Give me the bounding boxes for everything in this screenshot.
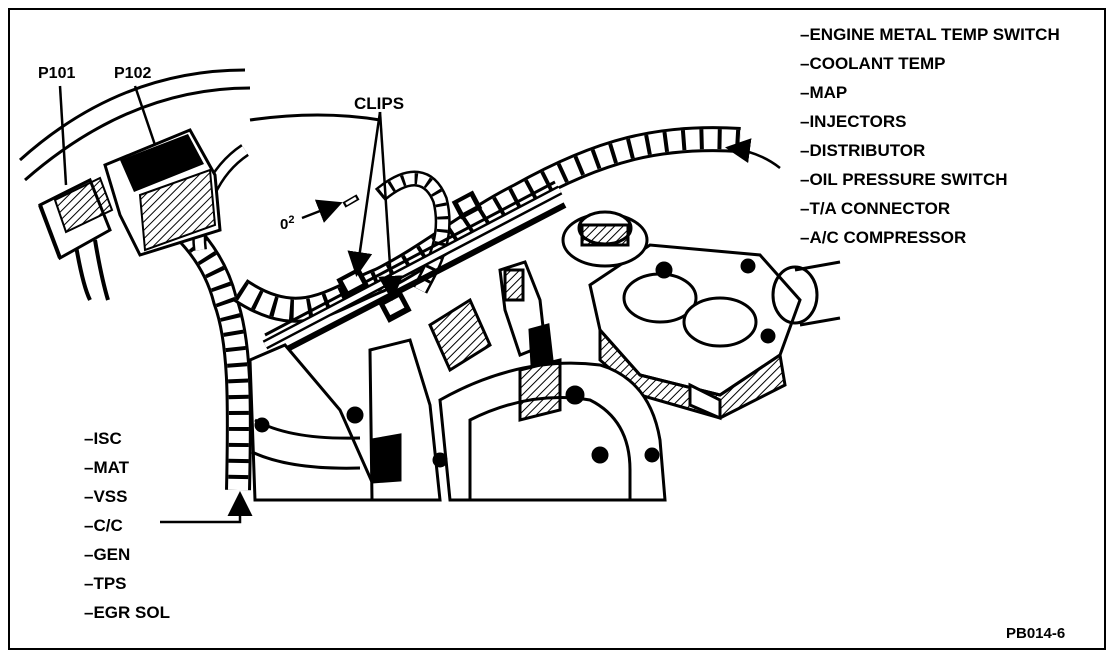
fender-outline — [18, 68, 381, 182]
list-item: –VSS — [84, 487, 128, 506]
harness-branch-list-left: –ISC –MAT –VSS –C/C –GEN –TPS –EGR SOL — [84, 424, 170, 627]
list-item: –OIL PRESSURE SWITCH — [800, 170, 1008, 189]
list-item: –A/C COMPRESSOR — [800, 228, 967, 247]
cap-fitting — [561, 210, 649, 268]
list-item: –GEN — [84, 545, 131, 564]
throttle-body — [588, 243, 802, 421]
list-item: –MAT — [84, 458, 130, 477]
list-item: –ISC — [84, 429, 122, 448]
p102-label: P102 — [114, 65, 152, 82]
diagram-frame — [8, 8, 1106, 650]
p101-label: P101 — [38, 65, 76, 82]
figure-id: PB014-6 — [1006, 625, 1066, 642]
list-item: –C/C — [84, 516, 123, 535]
clips-label: CLIPS — [354, 94, 405, 113]
o2-label: 02 — [280, 210, 294, 235]
list-item: –TPS — [84, 574, 127, 593]
list-item: –T/A CONNECTOR — [800, 199, 951, 218]
list-item: –INJECTORS — [800, 112, 907, 131]
callout-lines — [58, 85, 781, 524]
harness-branch-list-right: –ENGINE METAL TEMP SWITCH –COOLANT TEMP … — [800, 20, 1060, 252]
p102-connector — [103, 128, 222, 257]
fuel-rail — [262, 180, 567, 361]
list-item: –DISTRIBUTOR — [800, 141, 926, 160]
list-item: –MAP — [800, 83, 848, 102]
list-item: –EGR SOL — [84, 603, 170, 622]
air-pipe — [771, 260, 841, 327]
clip-3 — [451, 190, 483, 220]
list-item: –ENGINE METAL TEMP SWITCH — [800, 25, 1060, 44]
intake-manifold — [248, 260, 667, 502]
o2-sensor — [342, 194, 360, 208]
p101-connector — [38, 176, 114, 261]
o2-label-subscript: 2 — [288, 214, 295, 226]
o2-label-base: 0 — [280, 216, 289, 233]
list-item: –COOLANT TEMP — [800, 54, 946, 73]
